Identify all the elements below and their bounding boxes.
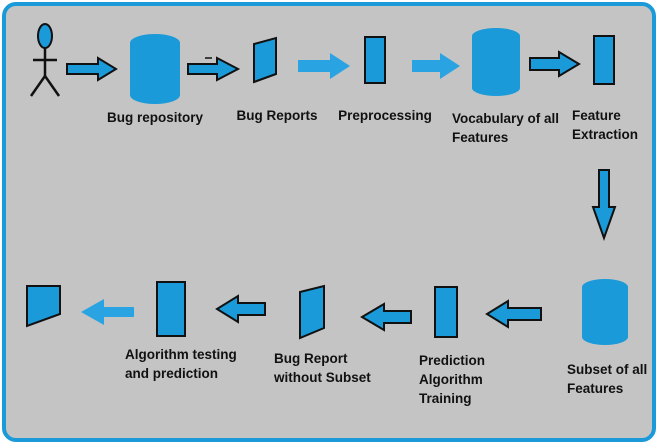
arrow-algorithm-testing-to-output	[81, 299, 134, 325]
arrow-bug-reports-to-preprocessing	[298, 53, 350, 79]
vocabulary-label: Vocabulary of all Features	[452, 111, 560, 145]
prediction-training-label: Prediction Algorithm Training	[419, 353, 486, 406]
stick-figure-icon	[29, 23, 61, 97]
bug-reports-document-shape	[253, 36, 277, 84]
bug-repository-database-icon	[130, 34, 180, 104]
arrow-repository-to-bug-reports	[187, 56, 241, 82]
arrow-feature-extraction-to-subset	[591, 169, 617, 241]
algorithm-testing-label: Algorithm testing and prediction	[125, 347, 237, 381]
arrow-actor-to-repository	[66, 56, 118, 82]
preprocessing-label: Preprocessing	[338, 108, 432, 123]
preprocessing-process-shape	[364, 36, 386, 84]
arrow-prediction-training-to-bug-report	[360, 302, 412, 332]
prediction-training-process-shape	[434, 286, 458, 338]
arrow-subset-to-prediction-training	[485, 299, 542, 329]
output-document-shape	[26, 285, 61, 328]
bug-repository-label: Bug repository	[106, 110, 204, 125]
subset-database-icon	[582, 279, 628, 345]
subset-label: Subset of all Features	[567, 362, 648, 396]
arrow-bug-report-to-algorithm-testing	[215, 294, 266, 324]
feature-extraction-label: Feature Extraction	[572, 108, 639, 142]
bug-report-without-subset-document-shape	[299, 284, 325, 340]
bug-reports-label: Bug Reports	[236, 108, 318, 123]
arrow-vocabulary-to-feature-extraction	[529, 50, 581, 78]
vocabulary-database-icon	[472, 28, 520, 96]
feature-extraction-process-shape	[593, 35, 615, 85]
arrow-preprocessing-to-vocabulary	[412, 53, 460, 79]
bug-report-without-subset-label: Bug Report without Subset	[274, 351, 371, 385]
algorithm-testing-process-shape	[156, 281, 186, 337]
